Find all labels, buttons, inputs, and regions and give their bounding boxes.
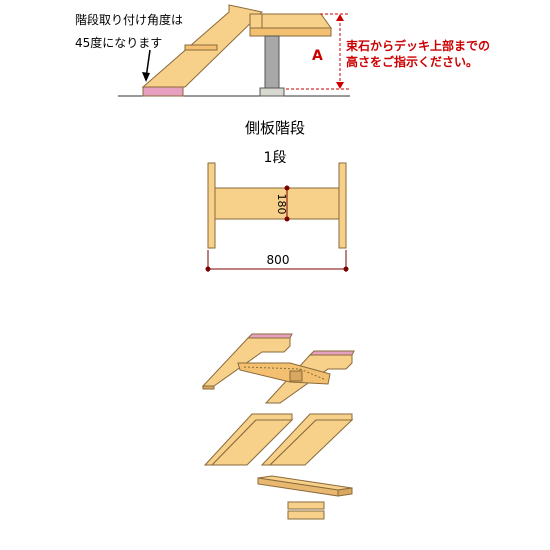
stringer-left-edge	[202, 385, 215, 390]
height-dimension-value: 180	[275, 194, 288, 215]
tread-end-face	[289, 370, 303, 382]
height-dim-arrow-down	[336, 82, 344, 89]
instruction-line1: 束石からデッキ上部までの	[345, 38, 490, 53]
instruction-line2: 高さをご指示ください。	[346, 54, 478, 69]
side-view-illustration	[118, 4, 350, 97]
stringer-right-loose-face	[268, 419, 354, 466]
deck-beam	[249, 27, 332, 37]
angle-note-line1: 階段取り付け角度は	[75, 12, 183, 27]
stringer-right-pink-top	[308, 350, 355, 356]
stringer-tread	[184, 44, 218, 51]
section-title: 側板階段	[245, 119, 305, 137]
cleat-top	[287, 501, 325, 510]
exploded-parts-illustration	[201, 333, 355, 520]
tread-board	[214, 187, 340, 220]
tread-loose-side	[337, 487, 353, 497]
tread-dim-dot-top	[284, 185, 290, 191]
angle-pointer-arrowhead	[142, 72, 150, 82]
cleat-bottom	[287, 510, 325, 520]
width-dim-dot-right	[343, 266, 349, 272]
stringer-left-pink-top	[246, 333, 293, 339]
width-dimension-value: 800	[267, 253, 290, 267]
angle-note-line2: 45度になります	[75, 35, 162, 50]
left-stringer	[207, 162, 216, 249]
step-count: 1段	[264, 150, 287, 166]
tread-hidden-line-2	[299, 368, 327, 381]
post-footing	[259, 87, 285, 97]
deck-post	[264, 35, 280, 89]
front-view-drawing	[205, 162, 349, 272]
width-dim-dot-left	[205, 266, 211, 272]
tread-crossing	[237, 362, 331, 385]
footing-pad	[142, 86, 184, 97]
right-stringer	[338, 162, 347, 249]
height-dim-arrow-up	[336, 14, 344, 21]
height-label-a: A	[312, 48, 323, 64]
stringer-left-loose-face	[210, 419, 294, 466]
tread-hidden-line-1	[243, 366, 301, 370]
tread-dim-dot-bottom	[284, 216, 290, 222]
